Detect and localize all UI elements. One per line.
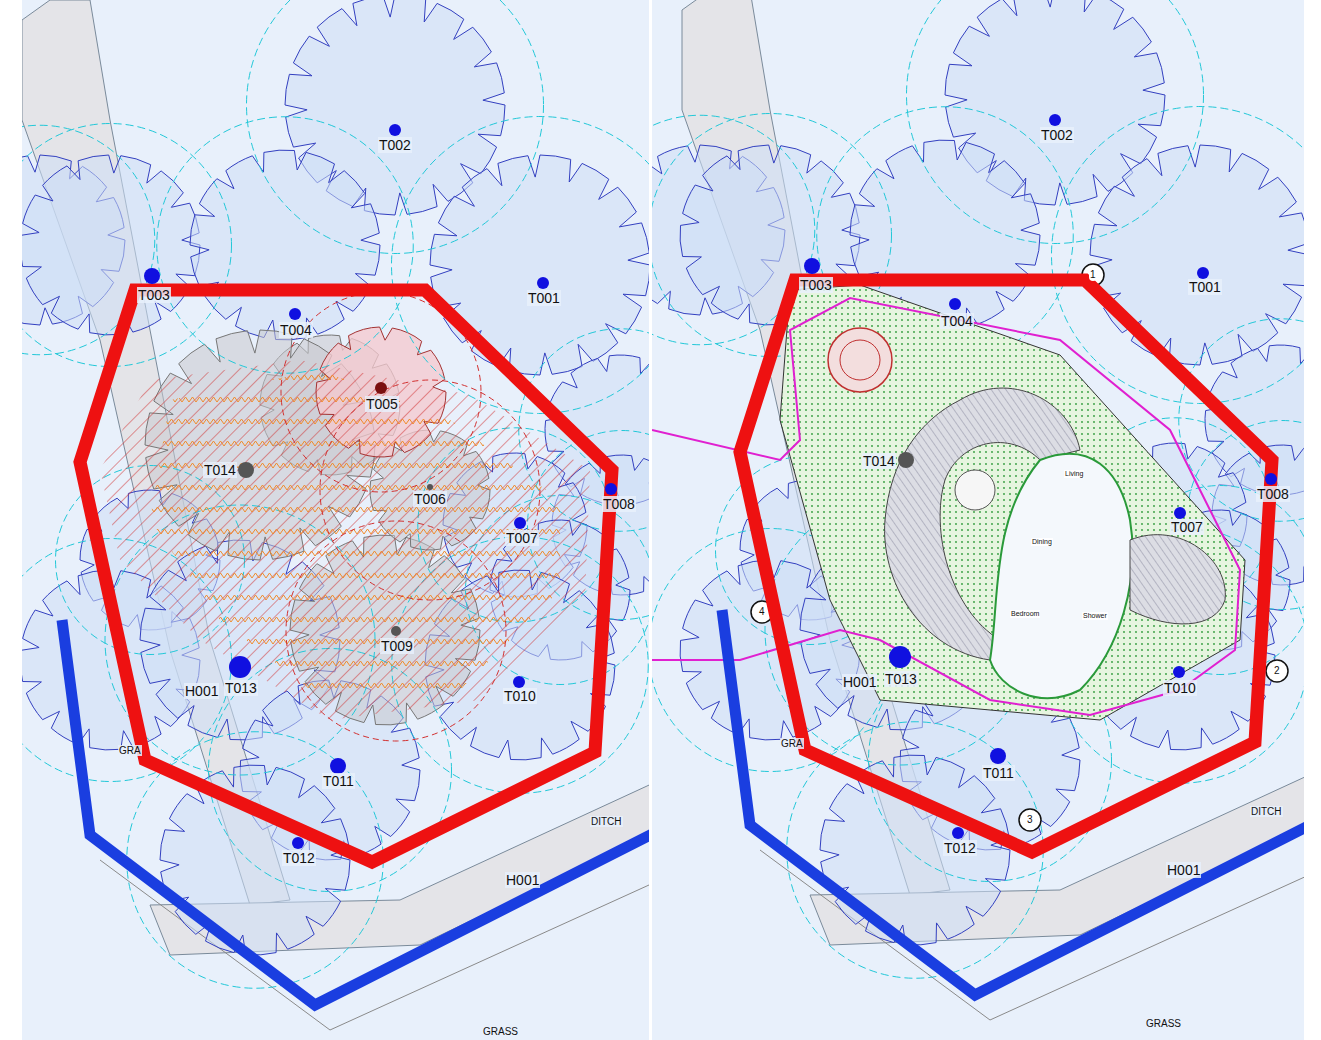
site-label: GRASS — [1145, 1018, 1182, 1029]
site-label: T002 — [1040, 127, 1074, 143]
site-label: T013 — [884, 671, 918, 687]
site-label: T003 — [137, 287, 171, 303]
site-label: DITCH — [1250, 806, 1283, 817]
site-label: T003 — [799, 277, 833, 293]
site-label: T012 — [943, 840, 977, 856]
site-label: T007 — [505, 530, 539, 546]
site-label: T004 — [940, 313, 974, 329]
site-label: T004 — [279, 322, 313, 338]
site-label: T014 — [203, 462, 237, 478]
callout-number: 3 — [1026, 814, 1034, 826]
callout-number: 2 — [1273, 665, 1281, 677]
callout-number: 1 — [1089, 269, 1097, 281]
site-label: T011 — [322, 773, 355, 789]
site-label: H001 — [505, 872, 540, 888]
site-label: T010 — [1163, 680, 1197, 696]
site-label: T006 — [413, 491, 447, 507]
callout-number: 4 — [758, 606, 766, 618]
site-label: T007 — [1170, 519, 1204, 535]
site-label: GRA — [780, 738, 804, 749]
site-label: T013 — [224, 680, 258, 696]
site-label: H001 — [1166, 862, 1201, 878]
site-label: T001 — [527, 290, 561, 306]
site-label: T001 — [1188, 279, 1222, 295]
site-label: T008 — [1256, 486, 1290, 502]
site-label: H001 — [842, 674, 877, 690]
site-label: T011 — [982, 765, 1015, 781]
site-label: T014 — [862, 453, 896, 469]
site-label: T009 — [380, 638, 414, 654]
site-label: T008 — [602, 496, 636, 512]
site-label: DITCH — [590, 816, 623, 827]
site-label: T012 — [282, 850, 316, 866]
site-label: Shower — [1082, 612, 1108, 620]
site-label: Living — [1064, 470, 1084, 478]
site-label: H001 — [184, 683, 219, 699]
site-label: T010 — [503, 688, 537, 704]
site-label: T005 — [365, 396, 399, 412]
site-label: Bedroom — [1010, 610, 1040, 618]
site-label: GRA — [118, 745, 142, 756]
site-label: T002 — [378, 137, 412, 153]
site-label: GRASS — [482, 1026, 519, 1037]
site-label: Dining — [1031, 538, 1053, 546]
